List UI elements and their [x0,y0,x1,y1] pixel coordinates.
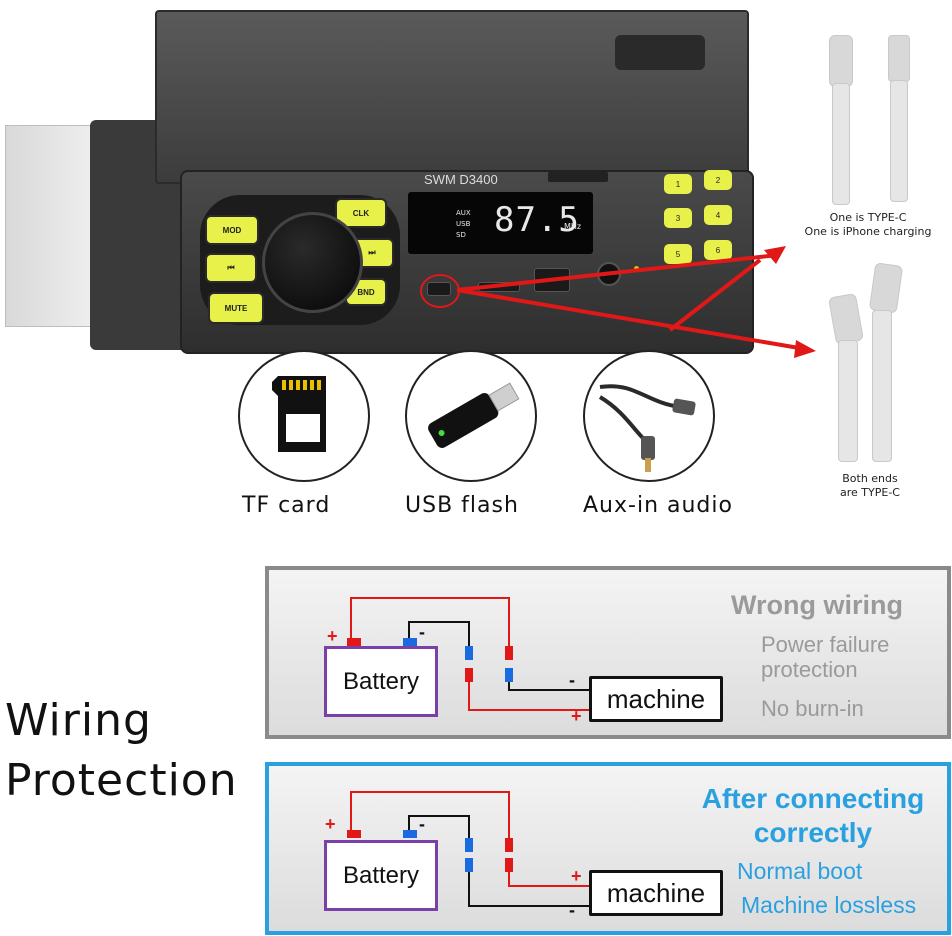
lcd-unit: MHz [564,222,582,231]
usb-flash-circle [405,350,537,482]
arrows-overlay [456,246,816,358]
wrong-wiring-panel: + - - + Battery machine Wrong wiring Pow… [265,566,951,739]
top-caption-line2: One is iPhone charging [804,225,932,238]
preset-6-button[interactable]: 6 [704,240,732,260]
correct-line1: Normal boot [737,858,863,884]
wiring-title-line1: Wiring [5,695,152,746]
lcd-source-aux: AUX [456,209,471,217]
lightning-plug [888,35,910,82]
prev-icon: ⏮ [227,263,235,272]
correct-wiring-panel: + - + - Battery machine After connecting… [265,762,951,935]
bottom-cable-caption: Both ends are TYPE-C [800,472,940,500]
phone-holder-clip [615,35,705,70]
type-c-cable-b [838,340,858,462]
correct-battery-plus: + [325,814,336,834]
type-c-plug [829,35,853,87]
lightning-cable [890,80,908,202]
wiring-title-line2: Protection [5,755,238,806]
correct-machine-box: machine [589,870,723,916]
aux-cable-icon [598,384,696,472]
aux-audio-label: Aux-in audio [583,493,733,518]
preset-4-button[interactable]: 4 [704,205,732,225]
correct-battery-minus: - [419,814,425,834]
tf-card-icon [272,376,326,452]
bottom-caption-line1: Both ends [842,472,898,485]
correct-heading-line2: correctly [753,817,873,848]
preset-5-button[interactable]: 5 [664,244,692,264]
top-cable-caption: One is TYPE-C One is iPhone charging [778,211,952,239]
prev-button[interactable]: ⏮ [205,253,257,283]
wrong-line2: protection [761,657,858,682]
wrong-battery-minus: - [419,622,425,642]
wrong-line3: No burn-in [761,696,864,721]
type-c-cable-a [872,310,892,462]
type-c-plug-a [868,262,904,314]
type-c-cable [832,83,850,205]
cables-type-c-both [820,260,920,470]
wrong-machine-plus: + [571,706,582,726]
correct-heading: After connecting correctly [687,782,939,850]
correct-machine-plus: + [571,866,582,886]
preset-1-button[interactable]: 1 [664,174,692,194]
preset-3-button[interactable]: 3 [664,208,692,228]
correct-battery-box: Battery [324,840,438,911]
usb-flash-icon [428,382,520,448]
usb-flash-label: USB flash [405,493,519,518]
next-icon: ⏭ [368,248,376,257]
wrong-wiring-diagram [347,597,589,711]
tf-card-label: TF card [242,493,331,518]
wrong-battery-plus: + [327,626,338,646]
arrow-to-bottom-cables [456,288,816,358]
correct-line2: Machine lossless [741,892,917,918]
model-name: SWM D3400 [424,172,498,187]
mute-button[interactable]: MUTE [208,292,264,324]
mod-button[interactable]: MOD [205,215,259,245]
type-c-plug-b [828,292,864,346]
clk-button[interactable]: CLK [335,198,387,228]
lcd-display: AUX USB SD 87.5 MHz [408,192,593,254]
lcd-sources: AUX USB SD [456,208,471,241]
correct-machine-minus: - [569,900,575,920]
aux-cable-circle [583,350,715,482]
preset-2-button[interactable]: 2 [704,170,732,190]
wrong-battery-box: Battery [324,646,438,717]
wrong-description: Power failure protection [761,632,889,682]
correct-wiring-diagram [347,791,589,907]
correct-heading-line1: After connecting [701,783,925,814]
card-slot [548,172,608,182]
lcd-source-usb: USB [456,220,471,228]
lcd-frequency: 87.5 [494,200,580,240]
bottom-caption-line2: are TYPE-C [840,486,900,499]
lcd-source-sd: SD [456,231,466,239]
arrow-to-top-cables [456,246,786,292]
cables-type-c-lightning [820,25,930,205]
wrong-line1: Power failure [761,632,890,657]
tf-card-circle [238,350,370,482]
wrong-machine-minus: - [569,670,575,690]
wrong-machine-box: machine [589,676,723,722]
wrong-heading: Wrong wiring [731,590,903,620]
volume-knob[interactable] [262,212,363,313]
top-caption-line1: One is TYPE-C [829,211,907,224]
